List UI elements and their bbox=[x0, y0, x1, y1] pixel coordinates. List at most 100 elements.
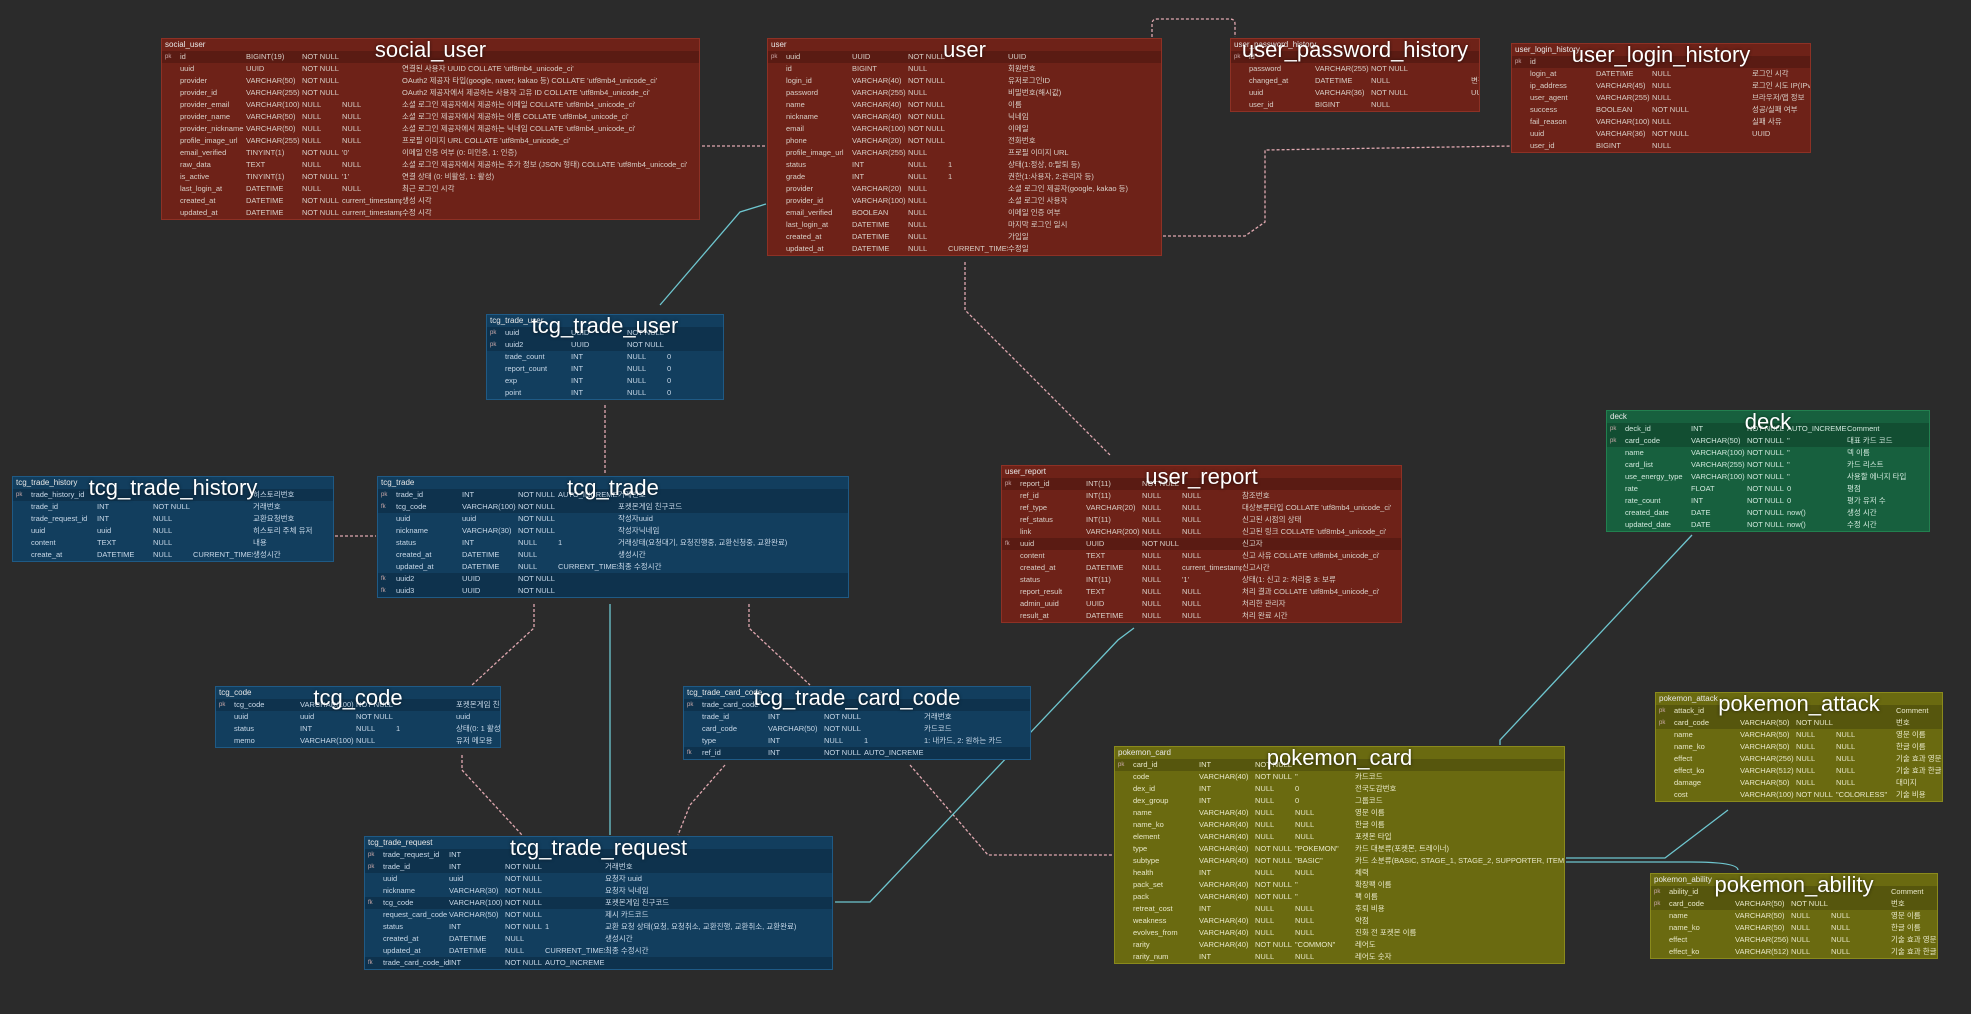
column-row[interactable]: report_countINTNULL0신고당한횟수 bbox=[487, 363, 723, 375]
column-row[interactable]: changed_atDATETIMENULL변경 시각 bbox=[1231, 75, 1479, 87]
column-row[interactable]: expINTNULL0경험치 bbox=[487, 375, 723, 387]
column-row[interactable]: created_atDATETIMENULLcurrent_timestamp(… bbox=[1002, 562, 1401, 574]
column-row[interactable]: pointINTNULL0포인트 bbox=[487, 387, 723, 399]
column-row[interactable]: create_atDATETIMENULLCURRENT_TIMESTAMP생성… bbox=[13, 549, 333, 561]
